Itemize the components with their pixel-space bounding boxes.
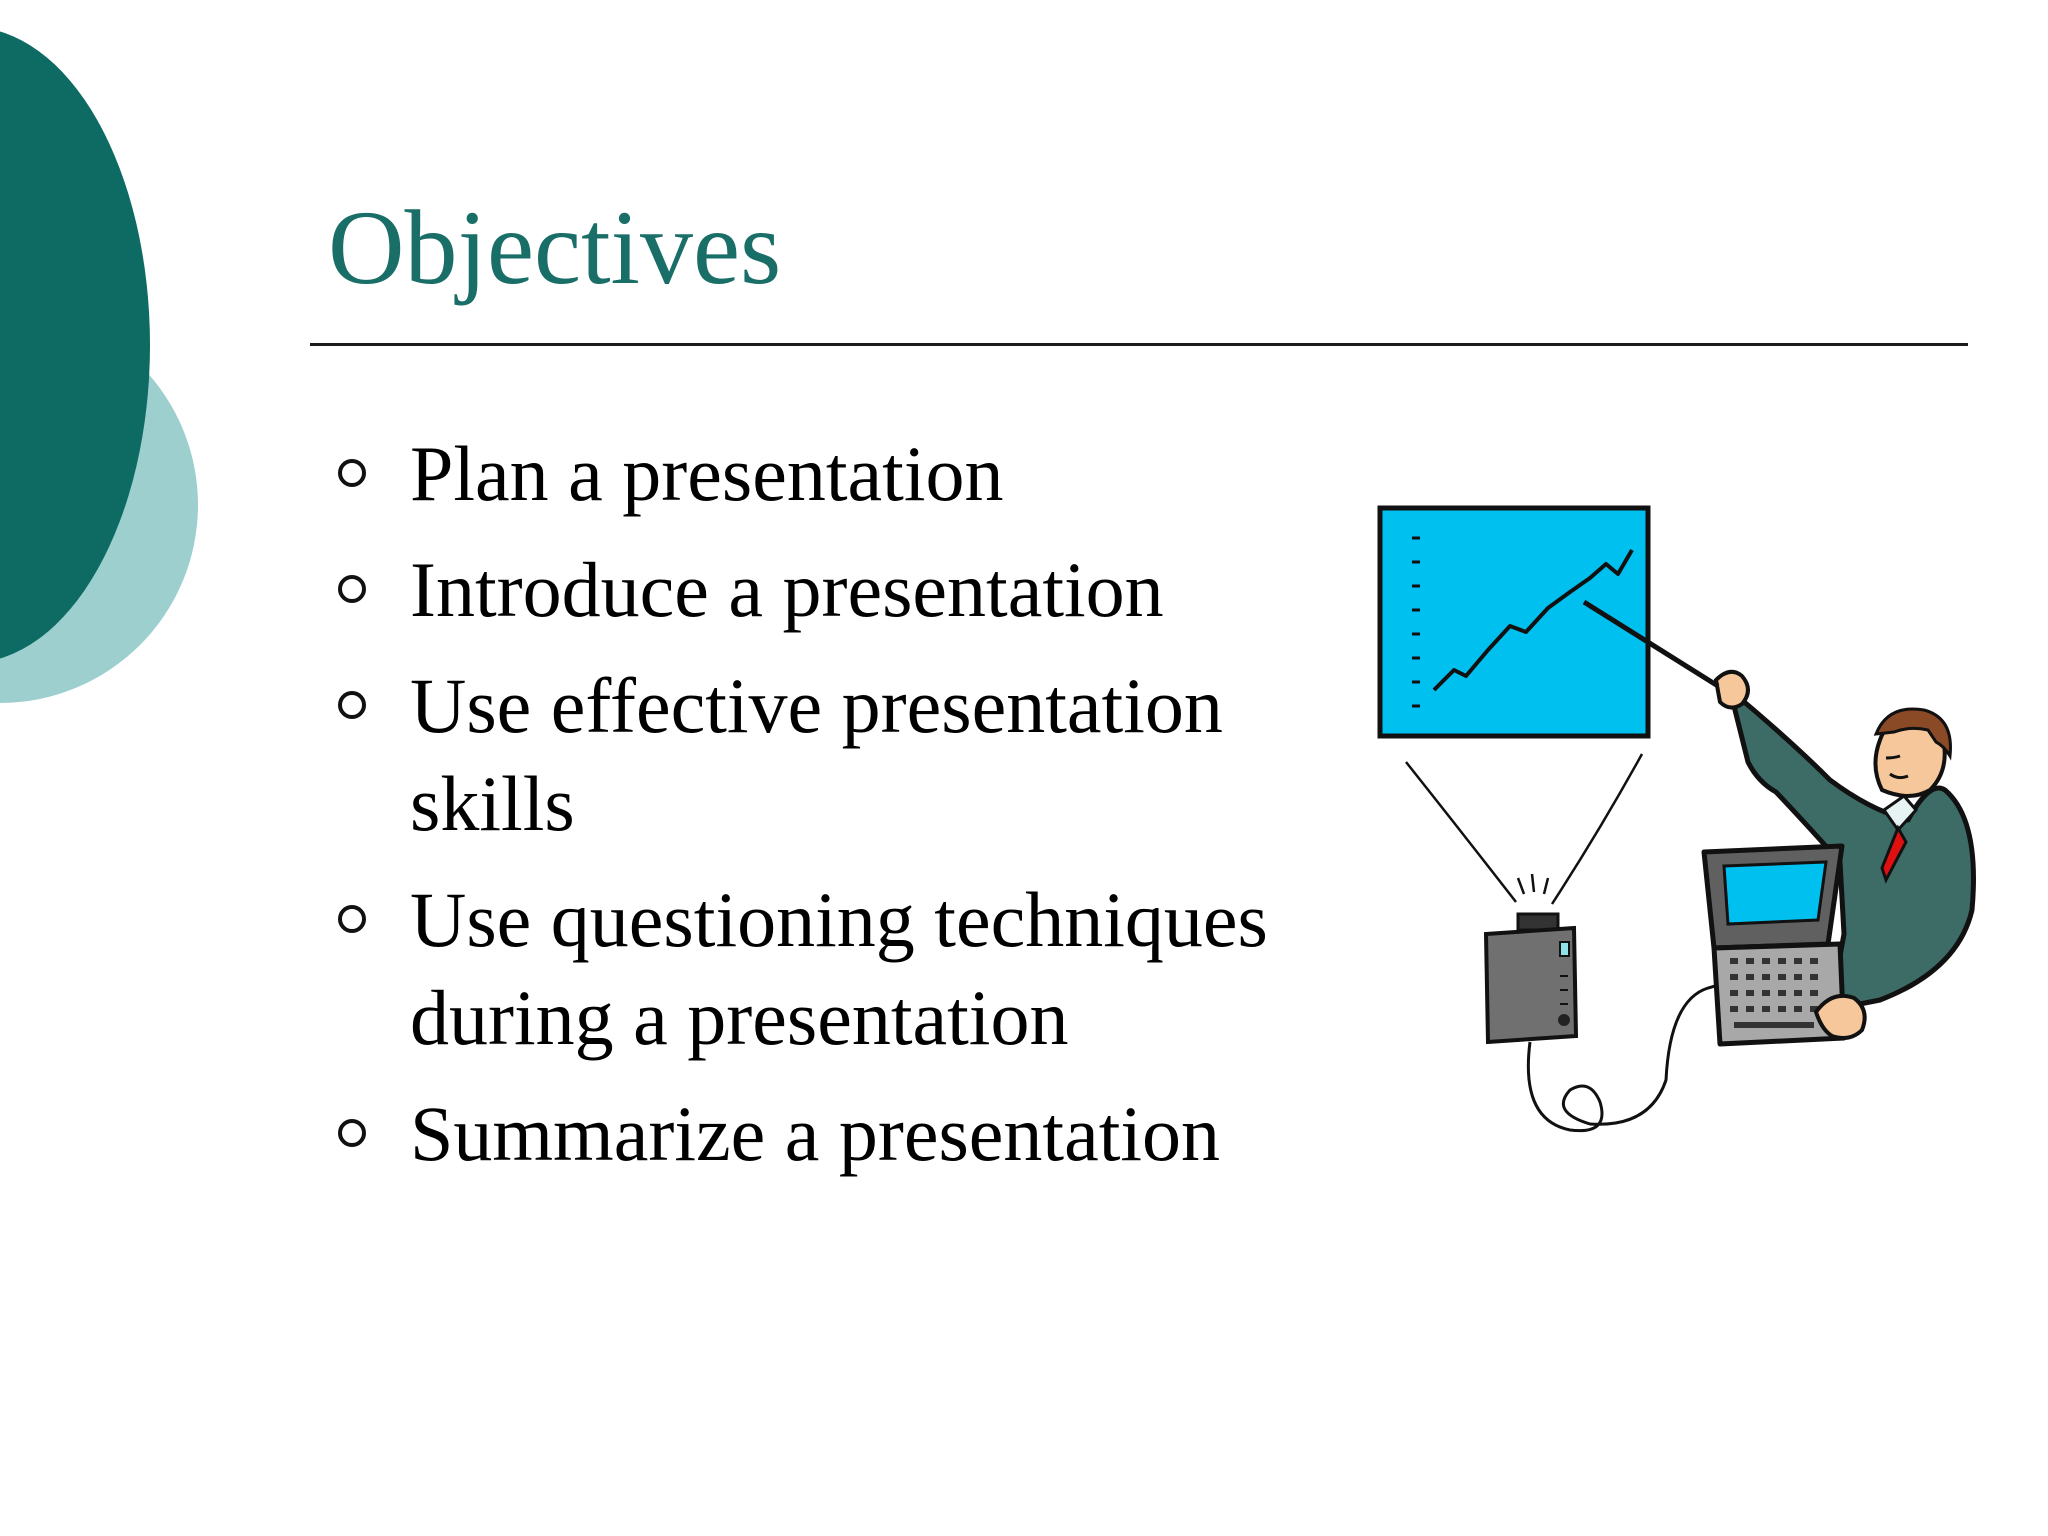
presenter-clipart-icon (1377, 505, 1976, 1133)
list-item: Introduce a presentation (330, 541, 1350, 639)
projection-screen (1377, 505, 1651, 739)
projector-cable (1526, 982, 1723, 1133)
bullet-text: Summarize a presentation (410, 1090, 1221, 1177)
circle-bullet-icon (338, 905, 366, 933)
slide-title: Objectives (328, 189, 782, 306)
list-item: Plan a presentation (330, 425, 1350, 523)
laptop (1701, 843, 1867, 1047)
projection-beams (1405, 753, 1644, 905)
list-item: Summarize a presentation (330, 1085, 1350, 1183)
circle-bullet-icon (338, 1119, 366, 1147)
title-divider (310, 343, 1968, 346)
bullet-text: Plan a presentation (410, 430, 1004, 517)
projector (1483, 912, 1579, 1045)
list-item: Use effective presentation skills (330, 657, 1350, 853)
bullet-text: Use questioning techniques during a pres… (410, 876, 1268, 1061)
circle-bullet-icon (338, 459, 366, 487)
bullet-text: Introduce a presentation (410, 546, 1164, 633)
presenter (1582, 599, 1976, 1013)
bullet-text: Use effective presentation skills (410, 662, 1223, 847)
decorative-circles (0, 31, 198, 703)
circle-bullet-icon (338, 575, 366, 603)
objectives-list: Plan a presentation Introduce a presenta… (330, 425, 1350, 1201)
list-item: Use questioning techniques during a pres… (330, 871, 1350, 1067)
circle-bullet-icon (338, 691, 366, 719)
dark-teal-circle (0, 31, 150, 659)
